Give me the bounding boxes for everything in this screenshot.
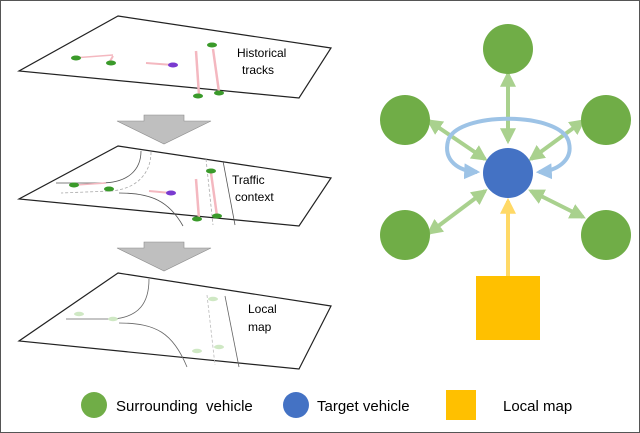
vehicle-mark (214, 90, 224, 96)
vehicle-mark (192, 216, 202, 222)
track-line (75, 182, 107, 186)
vehicle-mark (71, 55, 81, 61)
lane-line (118, 192, 184, 227)
layer-label-line2: map (248, 320, 272, 334)
surrounding-vehicle-node (581, 95, 631, 145)
attention-curve (446, 116, 572, 180)
surrounding-vehicle-node (483, 24, 533, 74)
layer-label-line1: Traffic (232, 173, 265, 187)
vehicle-mark (106, 60, 116, 66)
surrounding-vehicle-node (581, 210, 631, 260)
vehicle-mark (212, 213, 222, 219)
edge-arrow (426, 119, 488, 161)
legend-surrounding-icon (81, 392, 107, 418)
layer-plane (16, 145, 333, 227)
surrounding-vehicle-node (380, 95, 430, 145)
legend-localmap-icon (446, 390, 476, 420)
legend-target-icon (283, 392, 309, 418)
edge-arrow (426, 189, 488, 235)
layer-historical-tracks: Historical tracks (17, 15, 333, 99)
layer-label-line1: Historical (237, 46, 286, 60)
target-vehicle-node (483, 148, 533, 198)
down-arrow-icon (116, 241, 212, 272)
vehicle-mark (166, 190, 176, 196)
local-map-node (476, 276, 540, 340)
vehicle-mark (74, 311, 84, 317)
interaction-graph (380, 24, 631, 340)
layer-local-map: Local map (17, 272, 332, 370)
edge-arrow (528, 119, 586, 161)
vehicle-mark (193, 93, 203, 99)
vehicle-mark (108, 316, 118, 322)
vehicle-mark (168, 62, 178, 68)
lane-line (222, 160, 236, 226)
vehicle-mark (69, 182, 79, 188)
track-line (209, 172, 219, 217)
track-line (211, 48, 221, 93)
layer-label-line2: context (235, 190, 274, 204)
track-line (194, 178, 201, 220)
legend-target-label: Target vehicle (317, 398, 410, 415)
vehicle-mark (214, 344, 224, 350)
layer-label-line2: tracks (242, 63, 274, 77)
vehicle-mark (207, 42, 217, 48)
legend: Surrounding vehicle Target vehicle Local… (81, 390, 572, 420)
lane-line (224, 295, 240, 368)
track-line (194, 50, 201, 96)
vehicle-mark (206, 168, 216, 174)
attention-curve (445, 140, 481, 180)
vehicle-mark (104, 186, 114, 192)
vehicle-mark (192, 348, 202, 354)
layer-plane (17, 15, 333, 99)
lane-line (206, 294, 216, 366)
legend-surrounding-label: Surrounding vehicle (116, 398, 253, 415)
lane-line (118, 322, 188, 368)
down-arrow-icon (116, 114, 212, 145)
edge-arrow (528, 189, 586, 219)
layer-traffic-context: Traffic context (16, 145, 333, 227)
layer-plane (17, 272, 332, 370)
layer-label-line1: Local (248, 302, 277, 316)
surrounding-vehicle-node (380, 210, 430, 260)
vehicle-mark (208, 296, 218, 302)
legend-localmap-label: Local map (503, 398, 572, 415)
